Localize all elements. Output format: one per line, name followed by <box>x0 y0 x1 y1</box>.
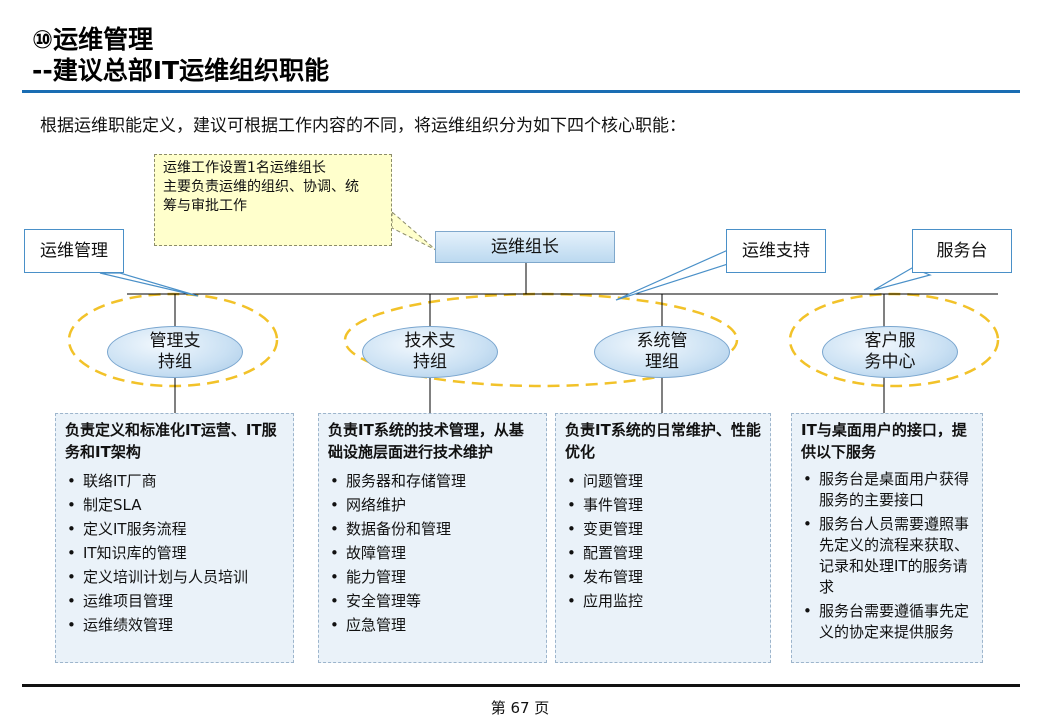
page-title: ⑩运维管理 --建议总部IT运维组织职能 <box>32 24 329 86</box>
footer-divider <box>22 684 1020 687</box>
node-label: 管理支 持组 <box>149 331 201 372</box>
list-item: 故障管理 <box>328 541 538 565</box>
panel-list: 问题管理 事件管理 变更管理 配置管理 发布管理 应用监控 <box>565 469 762 613</box>
page-title-line1: ⑩运维管理 <box>32 25 154 54</box>
list-item: 问题管理 <box>565 469 762 493</box>
node-label: 技术支 持组 <box>404 331 456 372</box>
node-system-management: 系统管 理组 <box>594 326 730 378</box>
list-item: IT知识库的管理 <box>65 541 285 565</box>
list-item: 数据备份和管理 <box>328 517 538 541</box>
node-label: 客户服 务中心 <box>864 331 916 372</box>
list-item: 事件管理 <box>565 493 762 517</box>
page-title-line2: --建议总部IT运维组织职能 <box>32 56 330 85</box>
list-item: 发布管理 <box>565 565 762 589</box>
ops-support-oval <box>343 292 739 388</box>
list-item: 联络IT厂商 <box>65 469 285 493</box>
node-technical-support: 技术支 持组 <box>362 326 498 378</box>
list-item: 服务台人员需要遵照事先定义的流程来获取、记录和处理IT的服务请求 <box>801 514 974 598</box>
intro-text: 根据运维职能定义，建议可根据工作内容的不同，将运维组织分为如下四个核心职能： <box>40 116 686 136</box>
panel-title: 负责IT系统的日常维护、性能优化 <box>565 421 761 461</box>
ops-leader-box: 运维组长 <box>435 231 615 263</box>
note-line: 运维工作设置1名运维组长 <box>163 160 326 176</box>
panel-system-management: 负责IT系统的日常维护、性能优化 问题管理 事件管理 变更管理 配置管理 发布管… <box>555 413 771 663</box>
title-divider <box>22 90 1020 93</box>
list-item: 服务台需要遵循事先定义的协定来提供服务 <box>801 601 974 643</box>
callout-ops-support: 运维支持 <box>726 229 826 273</box>
list-item: 变更管理 <box>565 517 762 541</box>
panel-customer-service: IT与桌面用户的接口，提供以下服务 服务台是桌面用户获得服务的主要接口 服务台人… <box>791 413 983 663</box>
node-customer-service-center: 客户服 务中心 <box>822 326 958 378</box>
page-number: 第 67 页 <box>490 699 550 717</box>
list-item: 安全管理等 <box>328 589 538 613</box>
panel-title: 负责定义和标准化IT运营、IT服务和IT架构 <box>65 421 277 461</box>
list-item: 网络维护 <box>328 493 538 517</box>
node-label: 系统管 理组 <box>636 331 688 372</box>
panel-list: 服务台是桌面用户获得服务的主要接口 服务台人员需要遵照事先定义的流程来获取、记录… <box>801 469 974 643</box>
panel-list: 服务器和存储管理 网络维护 数据备份和管理 故障管理 能力管理 安全管理等 应急… <box>328 469 538 637</box>
callout-ops-management: 运维管理 <box>24 229 124 273</box>
list-item: 服务器和存储管理 <box>328 469 538 493</box>
callout-service-desk: 服务台 <box>912 229 1012 273</box>
list-item: 定义IT服务流程 <box>65 517 285 541</box>
list-item: 应急管理 <box>328 613 538 637</box>
leader-note: 运维工作设置1名运维组长 主要负责运维的组织、协调、统 筹与审批工作 <box>154 154 392 246</box>
list-item: 应用监控 <box>565 589 762 613</box>
node-management-support: 管理支 持组 <box>107 326 243 378</box>
panel-list: 联络IT厂商 制定SLA 定义IT服务流程 IT知识库的管理 定义培训计划与人员… <box>65 469 285 637</box>
list-item: 配置管理 <box>565 541 762 565</box>
list-item: 服务台是桌面用户获得服务的主要接口 <box>801 469 974 511</box>
panel-management-support: 负责定义和标准化IT运营、IT服务和IT架构 联络IT厂商 制定SLA 定义IT… <box>55 413 294 663</box>
list-item: 能力管理 <box>328 565 538 589</box>
note-line: 筹与审批工作 <box>163 198 247 214</box>
panel-title: IT与桌面用户的接口，提供以下服务 <box>801 421 967 461</box>
note-line: 主要负责运维的组织、协调、统 <box>163 179 359 195</box>
panel-title: 负责IT系统的技术管理，从基础设施层面进行技术维护 <box>328 421 524 461</box>
list-item: 运维绩效管理 <box>65 613 285 637</box>
list-item: 定义培训计划与人员培训 <box>65 565 285 589</box>
list-item: 运维项目管理 <box>65 589 285 613</box>
panel-technical-support: 负责IT系统的技术管理，从基础设施层面进行技术维护 服务器和存储管理 网络维护 … <box>318 413 547 663</box>
list-item: 制定SLA <box>65 493 285 517</box>
